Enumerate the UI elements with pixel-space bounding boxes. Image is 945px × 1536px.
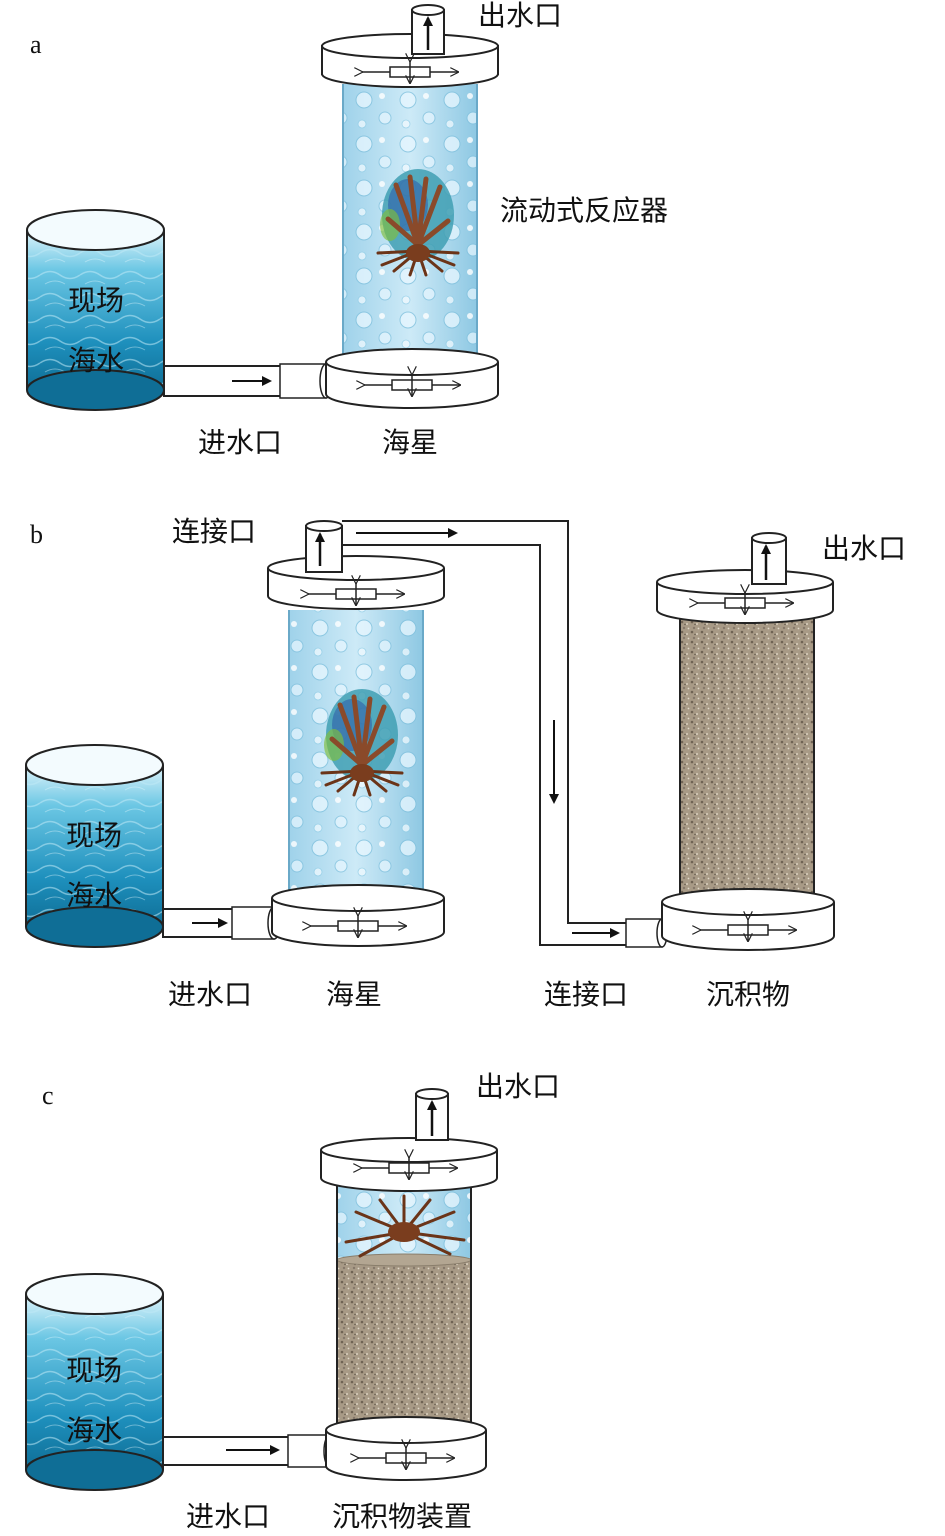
panel-a: a 现场 海水 (26, 0, 668, 459)
connector-stub-bottom (625, 918, 668, 948)
reactor-label: 流动式反应器 (500, 194, 668, 227)
device-label: 沉积物装置 (332, 1500, 472, 1533)
sediment-column-b (679, 612, 815, 902)
tank-label-line1: 现场 (66, 819, 122, 852)
bottom-flange-c (325, 1416, 487, 1481)
bottom-flange-b-left (271, 884, 445, 947)
panel-b: b 连接口 现场 海水 (25, 515, 906, 1011)
starfish-column-b (288, 610, 424, 895)
panel-c: c 现场 海水 (25, 1070, 560, 1533)
top-flange-b-right (656, 569, 834, 624)
outlet-stub-b (751, 532, 787, 585)
top-flange-a (321, 33, 499, 88)
outlet-stub-a (411, 4, 445, 55)
inlet-label-b: 进水口 (168, 978, 252, 1011)
panel-b-letter: b (30, 520, 43, 549)
tank-label-line1: 现场 (66, 1354, 122, 1387)
starfish-icon (344, 1194, 466, 1258)
inlet-label-c: 进水口 (186, 1500, 270, 1533)
connector-stub-top (305, 520, 343, 573)
connector-pipe (342, 520, 628, 946)
connector-label-top: 连接口 (172, 515, 256, 548)
inlet-pipe-b (162, 906, 281, 940)
tank-label-line1: 现场 (68, 284, 124, 317)
specimen-label-b: 海星 (326, 978, 382, 1011)
flow-reactor-column (342, 84, 478, 356)
inlet-pipe-c (162, 1434, 337, 1468)
panel-a-letter: a (30, 30, 42, 59)
tank-label-line2: 海水 (68, 344, 124, 377)
top-flange-b-left (267, 555, 445, 610)
inlet-label-a: 进水口 (198, 426, 282, 459)
connector-label-bottom: 连接口 (544, 978, 628, 1011)
bottom-flange-b-right (661, 888, 835, 951)
tank-label-line2: 海水 (66, 1414, 122, 1447)
outlet-label-a: 出水口 (478, 0, 562, 32)
tank-label-line2: 海水 (66, 879, 122, 912)
inlet-pipe-a (163, 363, 333, 399)
sediment-label: 沉积物 (706, 978, 790, 1011)
bottom-flange-a (325, 348, 499, 409)
outlet-label-b: 出水口 (822, 532, 906, 565)
sediment-device-column (336, 1178, 472, 1426)
seawater-tank-c: 现场 海水 (25, 1273, 164, 1491)
specimen-label-a: 海星 (382, 426, 438, 459)
seawater-tank-b: 现场 海水 (25, 744, 164, 948)
seawater-tank-a: 现场 海水 (26, 209, 165, 411)
outlet-label-c: 出水口 (476, 1070, 560, 1103)
panel-c-letter: c (42, 1081, 54, 1110)
top-flange-c (320, 1137, 498, 1192)
outlet-stub-c (415, 1088, 449, 1141)
